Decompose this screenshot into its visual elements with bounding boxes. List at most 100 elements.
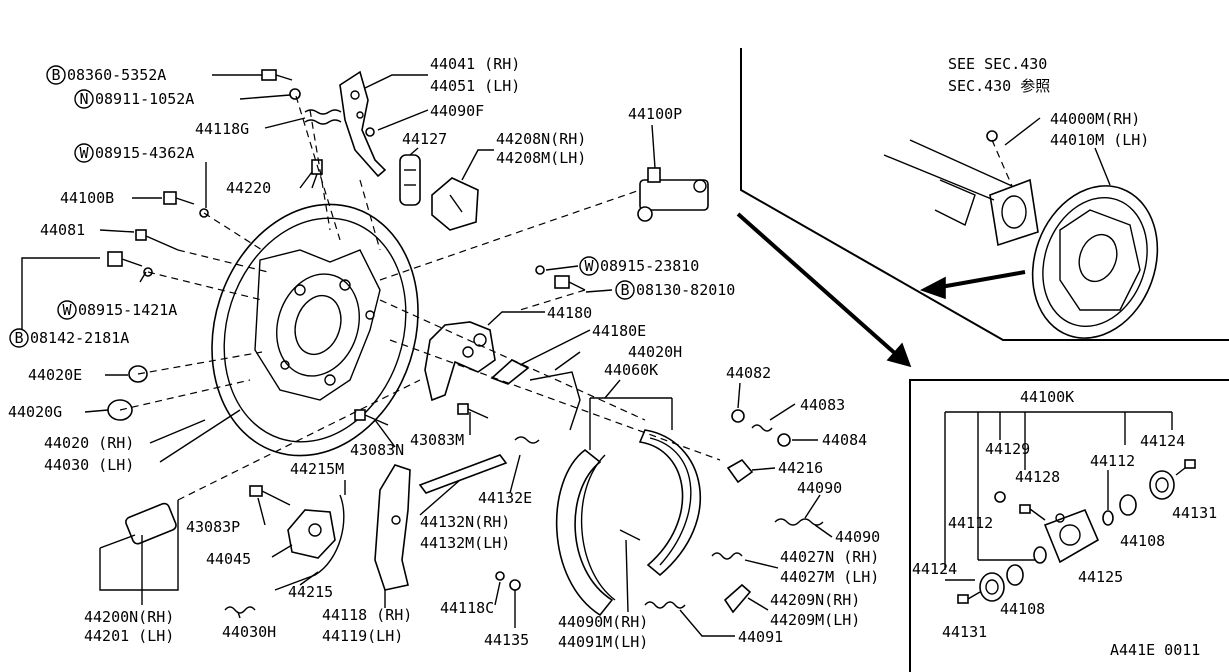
clip-44090f [365,127,375,137]
label-44090-a: 44090 [797,479,842,497]
detail-boot-44124a [1149,470,1175,500]
label-08915-1421: 08915-1421A [78,301,177,319]
prefix-b3: B [620,281,629,299]
spring-44083 [751,424,773,432]
wheel-cylinder-44100p [637,167,709,222]
backing-plate [211,203,419,457]
label-44118c: 44118C [440,599,494,617]
label-44220: 44220 [226,179,271,197]
label-44091m: 44091M(LH) [558,633,648,651]
label-44129: 44129 [985,440,1030,458]
cup-44084 [777,433,791,447]
detail-spring-44125 [1033,546,1047,564]
label-44108-b: 44108 [1000,600,1045,618]
label-44051: 44051 (LH) [430,77,520,95]
bolt-44081 [135,229,179,251]
label-44020e: 44020E [28,366,82,384]
leader-lines [21,74,833,637]
label-44209m: 44209M(LH) [770,611,860,629]
bolt-43083p [249,485,291,506]
inset-bottom-border [909,379,1229,672]
label-44127: 44127 [402,130,447,148]
spring-44090 [774,518,824,526]
detail-brackets [944,411,1173,581]
inset-top-border [740,48,1229,341]
label-44082: 44082 [726,364,771,382]
label-ref-code: A441E 0011 [1110,641,1200,659]
brake-shoe-front [555,448,616,617]
cylinder-44200n [99,502,177,549]
label-43083n: 43083N [350,441,404,459]
circled-prefixes: B N W W B W B [9,65,635,348]
inset-axle-flange [934,178,1039,247]
arrow-to-inset [919,270,1026,300]
adjuster-44180 [424,321,496,402]
label-44100k: 44100K [1020,388,1074,406]
label-see-sec: SEE SEC.430 [948,55,1047,73]
clip-44216 [726,458,754,484]
bolt-43083n [354,409,389,426]
spring-44030h [224,606,256,614]
label-44119-lh: 44119(LH) [322,627,403,645]
spring-44091 [644,601,686,609]
bolt-08130 [554,275,586,291]
washer-08915-2381 [535,265,545,275]
label-44027n: 44027N (RH) [780,548,879,566]
stopper-44127 [399,154,421,206]
label-44112-b: 44112 [1090,452,1135,470]
label-44027m: 44027M (LH) [780,568,879,586]
label-44090f: 44090F [430,102,484,120]
label-43083m: 43083M [410,431,464,449]
label-44200n: 44200N(RH) [84,608,174,626]
anchor-bracket [339,70,387,178]
label-44108-a: 44108 [1120,532,1165,550]
label-44132n: 44132N(RH) [420,513,510,531]
nut-08911 [289,88,301,100]
label-44208n: 44208N(RH) [496,130,586,148]
label-44020g: 44020G [8,403,62,421]
detail-piston-44108b [1006,564,1024,586]
cable-44020h [529,371,581,431]
label-44124-a: 44124 [1140,432,1185,450]
label-08142: 08142-2181A [30,329,129,347]
label-44100b: 44100B [60,189,114,207]
lever-44180e [490,359,530,385]
label-43083p: 43083P [186,518,240,536]
arrow-to-detail [736,212,912,368]
label-44010m: 44010M (LH) [1050,131,1149,149]
washer-44082 [731,409,745,423]
spring-44132e [514,436,540,444]
label-44215m: 44215M [290,460,344,478]
detail-rod-44131b [957,591,981,604]
detail-cup-44112 [1102,510,1114,526]
pin-44135 [509,579,521,591]
detail-screw-44128 [1019,504,1046,521]
prefix-b1: B [51,66,60,84]
label-44125: 44125 [1078,568,1123,586]
label-44124-b: 44124 [912,560,957,578]
prefix-b2: B [14,329,23,347]
label-08915-4362: 08915-4362A [95,144,194,162]
lever-44209 [723,583,752,614]
detail-boot-44124b [979,572,1005,602]
label-08911: 08911-1052A [95,90,194,108]
label-44180e: 44180E [592,322,646,340]
label-44132m: 44132M(LH) [420,534,510,552]
label-44135: 44135 [484,631,529,649]
detail-bleeder-44129 [994,491,1006,503]
label-44020-rh: 44020 (RH) [44,434,134,452]
label-44030-lh: 44030 (LH) [44,456,134,474]
clip-44118c [495,571,505,581]
bolt-43083m [457,403,489,419]
label-44118g: 44118G [195,120,249,138]
label-44215: 44215 [288,583,333,601]
bolt-44220 [311,159,323,189]
label-44131-b: 44131 [942,623,987,641]
label-44083: 44083 [800,396,845,414]
label-44000m: 44000M(RH) [1050,110,1140,128]
label-44090m: 44090M(RH) [558,613,648,631]
label-sec-ref: SEC.430 参照 [948,77,1050,95]
label-44045: 44045 [206,550,251,568]
detail-piston-44108a [1119,494,1137,516]
